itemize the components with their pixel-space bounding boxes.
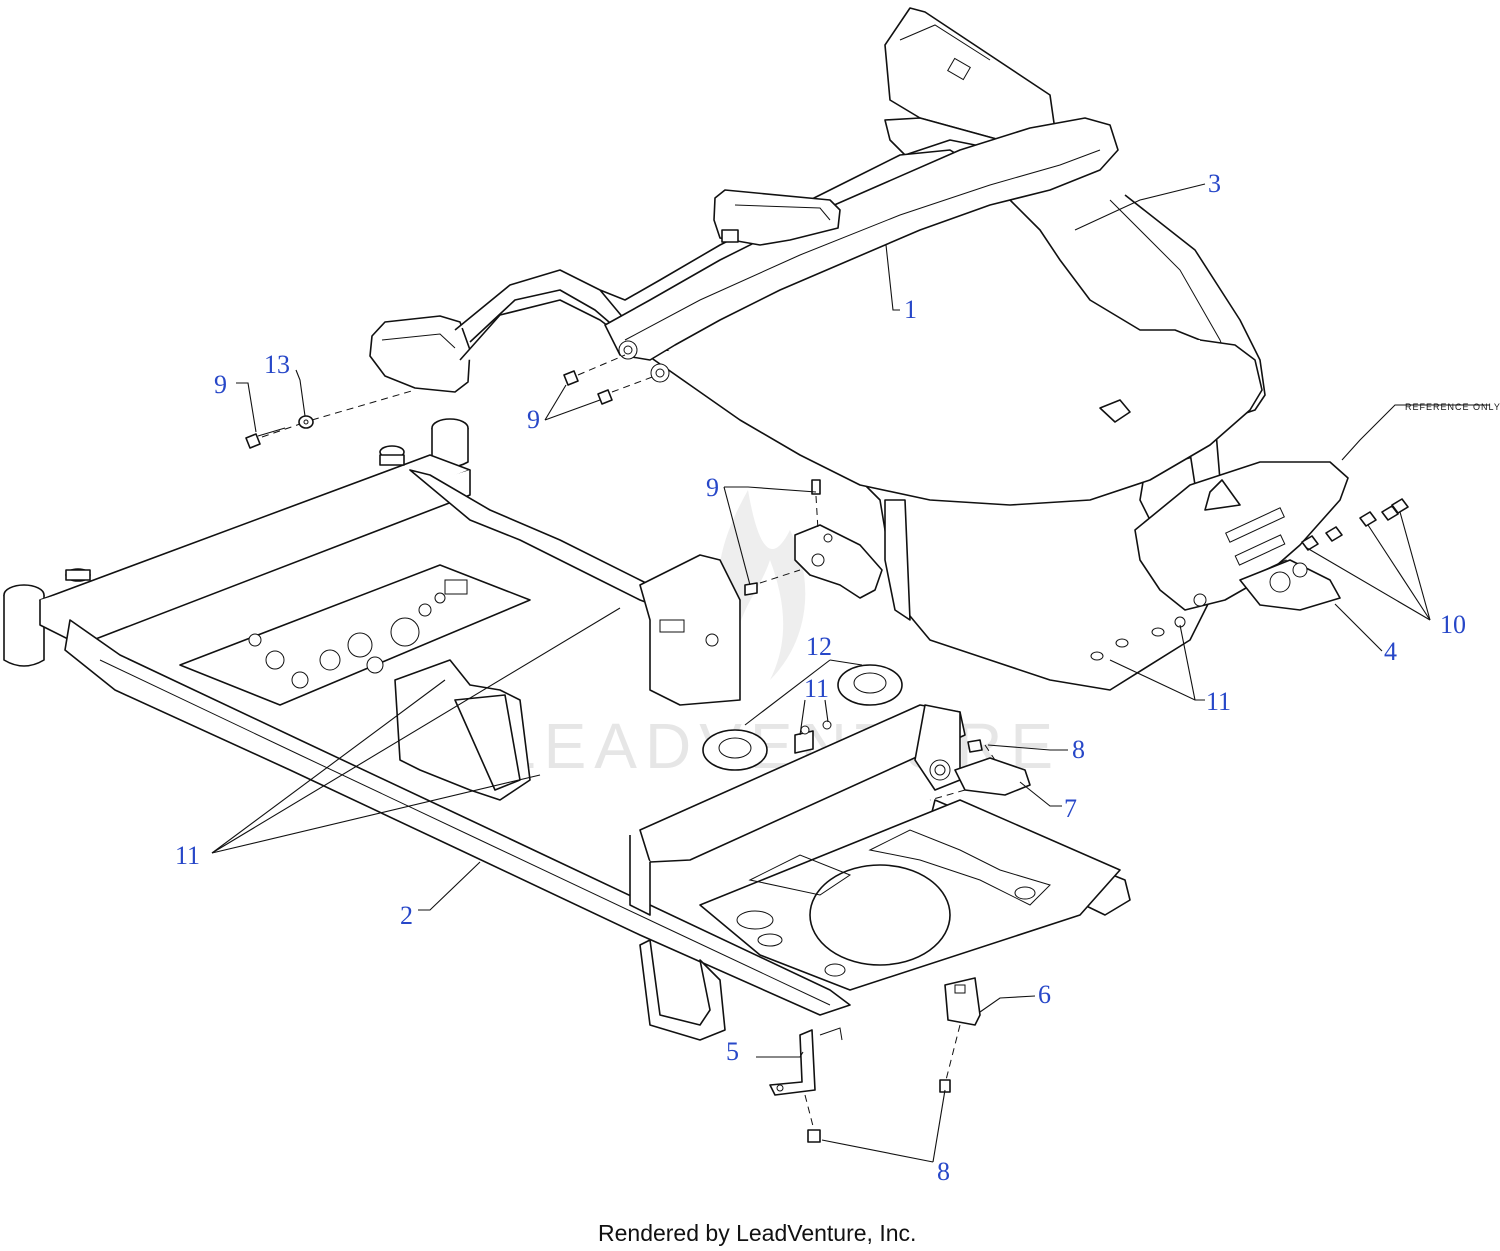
reference-only-note: REFERENCE ONLY <box>1405 402 1500 412</box>
part-6-bracket <box>944 977 981 1026</box>
bolts-9 <box>245 370 821 596</box>
part-2-chassis <box>3 418 1131 1041</box>
watermark-flame-icon <box>718 490 806 680</box>
bolts-8 <box>807 739 983 1143</box>
callout-12: 12 <box>806 632 832 661</box>
assembly-lines <box>261 354 996 1131</box>
nuts-11-right <box>1090 627 1165 661</box>
callout-9-mid: 9 <box>527 405 540 434</box>
callout-7: 7 <box>1064 794 1077 823</box>
callout-11-center: 11 <box>804 674 829 703</box>
callout-8-top: 8 <box>1072 735 1085 764</box>
part-1-frame-tube <box>369 117 1263 506</box>
leader-lines <box>211 183 1490 1163</box>
part-5-bracket <box>769 1027 843 1096</box>
footer-credit: Rendered by LeadVenture, Inc. <box>598 1220 916 1246</box>
callout-11-right: 11 <box>1206 687 1231 716</box>
callout-labels: 1 2 3 4 5 6 7 8 8 9 9 9 10 11 11 11 12 1… <box>175 169 1466 1186</box>
callout-4: 4 <box>1384 637 1397 666</box>
part-4-bracket <box>1134 461 1349 628</box>
callout-13: 13 <box>264 350 290 379</box>
callout-6: 6 <box>1038 980 1051 1009</box>
callout-8-bottom: 8 <box>937 1157 950 1186</box>
callout-9-left: 9 <box>214 370 227 399</box>
callout-3: 3 <box>1208 169 1221 198</box>
callout-11-left: 11 <box>175 841 200 870</box>
callout-1: 1 <box>904 295 917 324</box>
part-seat-bracket <box>794 524 883 599</box>
callout-10: 10 <box>1440 610 1466 639</box>
callout-2: 2 <box>400 901 413 930</box>
callout-5: 5 <box>726 1037 739 1066</box>
callout-9-right: 9 <box>706 473 719 502</box>
bolts-10 <box>1301 498 1409 551</box>
